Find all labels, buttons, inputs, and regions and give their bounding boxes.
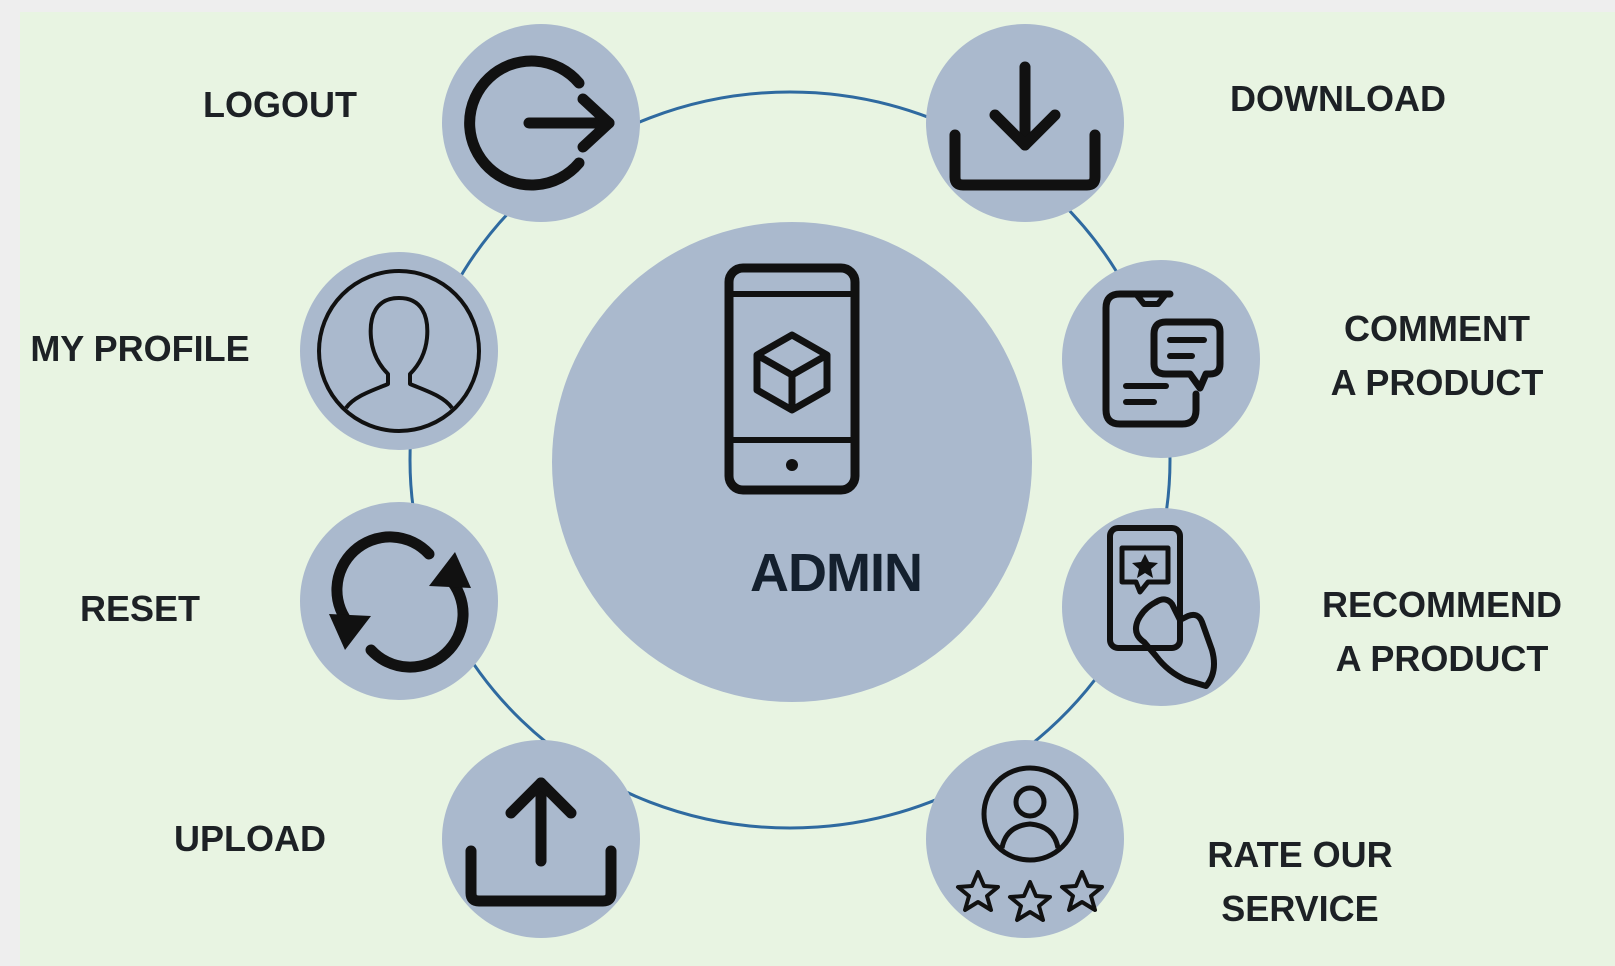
my-profile-node[interactable]: [300, 252, 498, 450]
logout-label: LOGOUT: [203, 84, 357, 125]
diagram-canvas: ADMIN LOGOUT MY PROFILE RESET: [20, 12, 1615, 966]
upload-node[interactable]: [442, 740, 640, 938]
refresh-icon: [329, 531, 471, 673]
logout-icon: [464, 55, 615, 191]
user-profile-icon: [317, 269, 481, 433]
upload-label: UPLOAD: [174, 818, 326, 859]
recommend-label-line1: RECOMMEND: [1322, 584, 1562, 625]
reset-label: RESET: [79, 588, 201, 629]
rate-service-label: RATE OUR SERVICE: [1170, 828, 1430, 936]
rate-service-node[interactable]: [926, 740, 1124, 938]
recommend-product-node[interactable]: [1062, 508, 1260, 706]
connector-ring: [408, 90, 1172, 830]
download-label: DOWNLOAD: [1230, 78, 1446, 119]
admin-node: [552, 222, 1032, 702]
comment-label-line2: A PRODUCT: [1330, 362, 1544, 403]
hand-phone-star-icon: [1107, 525, 1217, 689]
logout-node[interactable]: [442, 24, 640, 222]
rate-label-line2: SERVICE: [1221, 888, 1379, 929]
my-profile-label: MY PROFILE: [30, 328, 250, 369]
comment-label-line1: COMMENT: [1344, 308, 1530, 349]
smartphone-box-icon: [724, 263, 860, 494]
download-node[interactable]: [926, 24, 1124, 222]
admin-label: ADMIN: [750, 543, 923, 603]
rate-label-line1: RATE OUR: [1207, 834, 1393, 875]
phone-comment-icon: [1102, 290, 1224, 428]
recommend-product-label: RECOMMEND A PRODUCT: [1292, 578, 1592, 686]
user-rating-stars-icon: [956, 765, 1104, 922]
recommend-label-line2: A PRODUCT: [1335, 638, 1549, 679]
comment-product-node[interactable]: [1062, 260, 1260, 458]
reset-node[interactable]: [300, 502, 498, 700]
comment-product-label: COMMENT A PRODUCT: [1292, 302, 1582, 410]
download-icon: [949, 61, 1101, 191]
upload-icon: [465, 777, 617, 907]
